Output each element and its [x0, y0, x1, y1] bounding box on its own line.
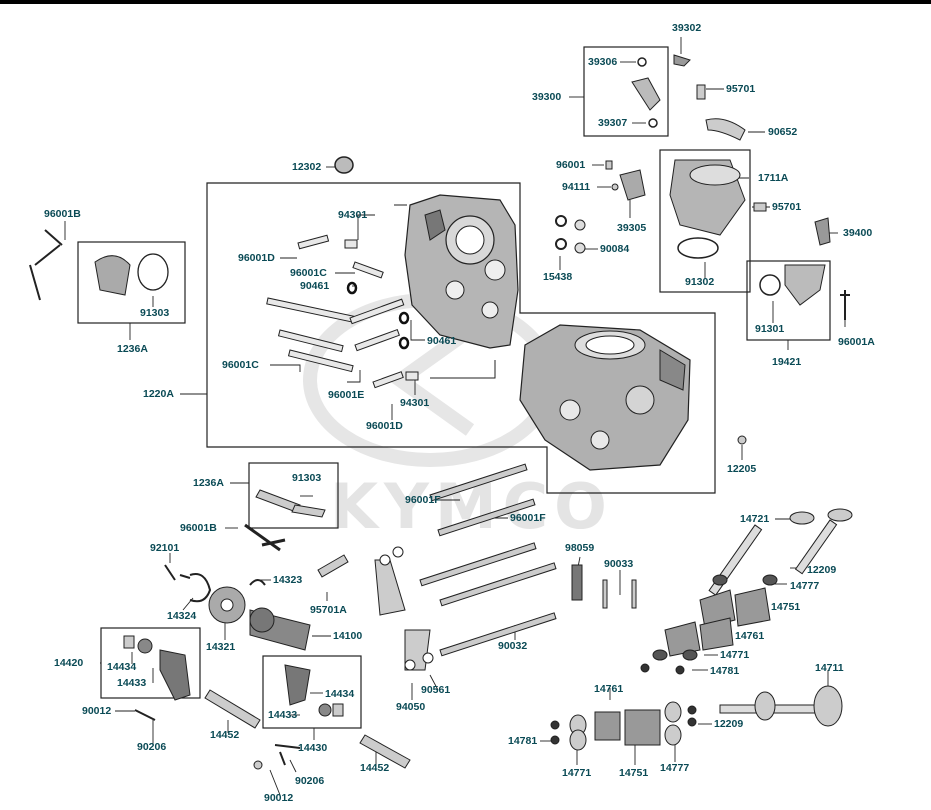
head-bolts	[266, 234, 419, 389]
part-label-90652[interactable]: 90652	[768, 126, 798, 138]
part-label-96001A[interactable]: 96001A	[838, 336, 875, 348]
part-label-96001[interactable]: 96001	[556, 159, 586, 171]
part-label-90461b[interactable]: 90461	[427, 335, 457, 347]
part-label-96001Cb[interactable]: 96001C	[222, 359, 259, 371]
part-label-12209[interactable]: 12209	[807, 564, 837, 576]
part-label-12302[interactable]: 12302	[292, 161, 322, 173]
box-1236A-lower	[248, 462, 339, 529]
part-label-95701A[interactable]: 95701A	[310, 604, 347, 616]
part-label-14711[interactable]: 14711	[815, 662, 844, 674]
part-label-98059[interactable]: 98059	[565, 542, 595, 554]
cylinder-head	[404, 194, 519, 349]
part-label-1220A[interactable]: 1220A	[143, 388, 174, 400]
push-rods	[374, 463, 557, 671]
part-label-90012[interactable]: 90012	[82, 705, 112, 717]
part-label-14781[interactable]: 14781	[710, 665, 740, 677]
part-label-39302[interactable]: 39302	[672, 22, 702, 34]
part-label-14777[interactable]: 14777	[790, 580, 820, 592]
part-label-95701[interactable]: 95701	[726, 83, 756, 95]
o-rings	[346, 281, 410, 350]
part-label-91301[interactable]: 91301	[755, 323, 785, 335]
part-label-95701b[interactable]: 95701	[772, 201, 802, 213]
part-label-90032[interactable]: 90032	[498, 640, 528, 652]
part-label-96001F[interactable]: 96001F	[405, 494, 441, 506]
spark-plug-and-studs	[571, 564, 637, 609]
part-label-14433b[interactable]: 14433	[268, 709, 298, 721]
part-label-14434b[interactable]: 14434	[325, 688, 355, 700]
part-label-90033[interactable]: 90033	[604, 558, 634, 570]
box-1220A	[206, 182, 716, 494]
part-label-39306[interactable]: 39306	[588, 56, 618, 68]
part-label-90206b[interactable]: 90206	[295, 775, 325, 787]
part-label-15438[interactable]: 15438	[543, 271, 573, 283]
part-label-14430[interactable]: 14430	[298, 742, 328, 754]
arrow-94301-lower	[430, 360, 496, 379]
part-label-94050[interactable]: 94050	[396, 701, 426, 713]
part-label-14452[interactable]: 14452	[210, 729, 240, 741]
part-label-1236A[interactable]: 1236A	[117, 343, 148, 355]
part-label-90561[interactable]: 90561	[421, 684, 451, 696]
part-label-14452b[interactable]: 14452	[360, 762, 390, 774]
part-label-94301b[interactable]: 94301	[400, 397, 430, 409]
part-label-90206[interactable]: 90206	[137, 741, 167, 753]
part-label-1236Ab[interactable]: 1236A	[193, 477, 224, 489]
part-label-90461[interactable]: 90461	[300, 280, 330, 292]
part-label-96001C[interactable]: 96001C	[290, 267, 327, 279]
part-label-14420[interactable]: 14420	[54, 657, 84, 669]
part-label-19421[interactable]: 19421	[772, 356, 802, 368]
part-label-14324[interactable]: 14324	[167, 610, 197, 622]
part-label-91303[interactable]: 91303	[140, 307, 170, 319]
part-label-14323[interactable]: 14323	[273, 574, 303, 586]
part-label-14433[interactable]: 14433	[117, 677, 147, 689]
part-label-96001D[interactable]: 96001D	[238, 252, 275, 264]
lower-parts	[123, 489, 411, 770]
part-label-94301[interactable]: 94301	[338, 209, 368, 221]
part-label-94111[interactable]: 94111	[562, 181, 591, 193]
part-label-90012b[interactable]: 90012	[264, 792, 294, 804]
part-label-14434[interactable]: 14434	[107, 661, 137, 673]
part-label-92101[interactable]: 92101	[150, 542, 180, 554]
top-parts	[29, 54, 850, 445]
part-label-14100[interactable]: 14100	[333, 630, 363, 642]
valves-and-springs	[550, 508, 853, 751]
part-label-39300[interactable]: 39300	[532, 91, 562, 103]
part-label-96001Db[interactable]: 96001D	[366, 420, 403, 432]
top-border	[0, 0, 931, 4]
part-label-90084[interactable]: 90084	[600, 243, 630, 255]
part-label-14321[interactable]: 14321	[206, 641, 236, 653]
part-label-12209b[interactable]: 12209	[714, 718, 744, 730]
part-label-91302[interactable]: 91302	[685, 276, 715, 288]
part-label-96001B[interactable]: 96001B	[44, 208, 81, 220]
box-39300	[583, 46, 669, 137]
part-label-96001E[interactable]: 96001E	[328, 389, 365, 401]
part-label-14761[interactable]: 14761	[735, 630, 765, 642]
part-label-39307[interactable]: 39307	[598, 117, 628, 129]
part-label-14777b[interactable]: 14777	[660, 762, 690, 774]
part-label-39305[interactable]: 39305	[617, 222, 647, 234]
box-1236A-top	[77, 241, 186, 324]
part-label-14751b[interactable]: 14751	[619, 767, 649, 779]
part-label-14771b[interactable]: 14771	[562, 767, 592, 779]
part-label-14781b[interactable]: 14781	[508, 735, 538, 747]
part-label-96001Bb[interactable]: 96001B	[180, 522, 217, 534]
part-label-91303b[interactable]: 91303	[292, 472, 322, 484]
part-label-14721[interactable]: 14721	[740, 513, 770, 525]
box-19421	[746, 260, 831, 341]
part-label-14761b[interactable]: 14761	[594, 683, 624, 695]
part-label-1711A[interactable]: 1711A	[758, 172, 789, 184]
cylinder-block	[519, 324, 691, 471]
part-label-14751[interactable]: 14751	[771, 601, 801, 613]
part-label-96001Fb[interactable]: 96001F	[510, 512, 546, 524]
box-1711A	[659, 149, 751, 293]
part-label-39400[interactable]: 39400	[843, 227, 873, 239]
part-label-12205[interactable]: 12205	[727, 463, 757, 475]
box-14430	[262, 655, 362, 729]
part-label-14771[interactable]: 14771	[720, 649, 750, 661]
